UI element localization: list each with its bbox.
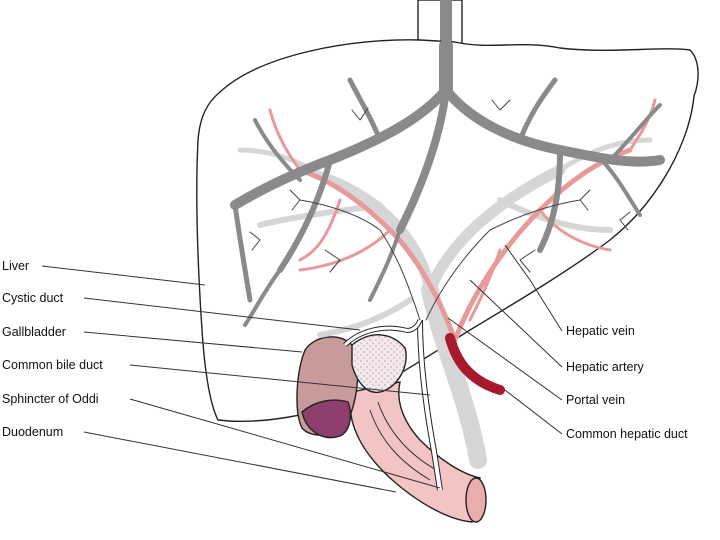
- label-hepatic-artery: Hepatic artery: [566, 360, 645, 374]
- bile-duct-tree: [249, 99, 631, 321]
- label-portal-vein: Portal vein: [566, 393, 625, 407]
- gallbladder: [296, 334, 407, 439]
- label-common-hepatic-duct: Common hepatic duct: [566, 427, 688, 441]
- right-labels: Hepatic vein Hepatic artery Portal vein …: [447, 244, 688, 441]
- label-liver: Liver: [2, 259, 29, 273]
- label-common-bile-duct: Common bile duct: [2, 358, 103, 372]
- leader-sphincter-of-oddi: [129, 398, 441, 489]
- duodenum: [349, 381, 487, 523]
- label-gallbladder: Gallbladder: [2, 325, 66, 339]
- leader-hepatic-artery: [469, 279, 563, 368]
- label-sphincter-of-oddi: Sphincter of Oddi: [2, 392, 99, 406]
- label-cystic-duct: Cystic duct: [2, 291, 64, 305]
- leader-gallbladder: [83, 331, 303, 353]
- left-labels: Liver Cystic duct Gallbladder Common bil…: [2, 259, 441, 493]
- leader-common-bile-duct: [129, 364, 431, 396]
- label-hepatic-vein: Hepatic vein: [566, 324, 635, 338]
- label-duodenum: Duodenum: [2, 425, 63, 439]
- leader-portal-vein: [447, 317, 563, 401]
- leader-cystic-duct: [83, 297, 361, 331]
- leader-liver: [41, 265, 206, 286]
- leader-common-hepatic-duct: [504, 389, 563, 435]
- hepatic-vein-branches: [230, 39, 665, 327]
- leader-duodenum: [83, 431, 397, 493]
- hepatic-artery-trunk: [445, 333, 505, 395]
- leader-hepatic-vein: [504, 244, 563, 332]
